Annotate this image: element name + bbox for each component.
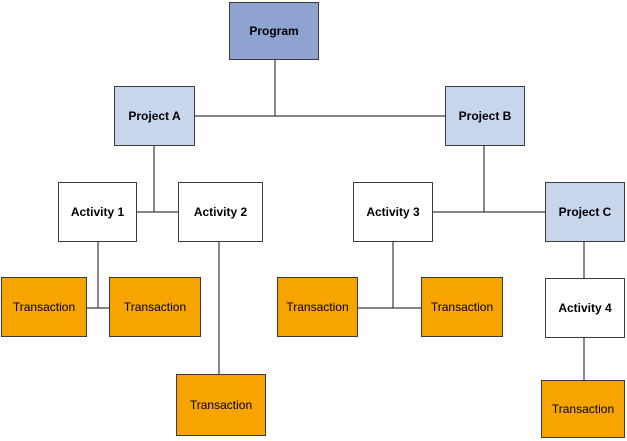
project-b-node: Project B (445, 86, 525, 146)
activity-4-node: Activity 4 (545, 278, 625, 338)
activity-3-label: Activity 3 (366, 205, 420, 219)
activity-2-node: Activity 2 (178, 182, 263, 242)
transaction-6-node: Transaction (541, 380, 625, 438)
project-a-label: Project A (128, 109, 181, 123)
transaction-3-node: Transaction (176, 374, 266, 436)
transaction-6-label: Transaction (551, 402, 615, 416)
project-b-label: Project B (458, 109, 512, 123)
activity-2-label: Activity 2 (193, 205, 248, 219)
transaction-5-node: Transaction (421, 277, 503, 337)
transaction-1-node: Transaction (1, 277, 87, 337)
transaction-1-label: Transaction (12, 300, 76, 314)
program-label: Program (249, 24, 299, 38)
transaction-3-label: Transaction (189, 398, 253, 412)
transaction-4-node: Transaction (277, 277, 358, 337)
project-c-label: Project C (558, 205, 612, 219)
transaction-5-label: Transaction (430, 300, 494, 314)
program-node: Program (229, 2, 319, 60)
activity-4-label: Activity 4 (558, 301, 612, 315)
project-c-node: Project C (545, 182, 625, 242)
transaction-2-label: Transaction (123, 300, 187, 314)
activity-1-label: Activity 1 (70, 205, 125, 219)
activity-3-node: Activity 3 (353, 182, 433, 242)
activity-1-node: Activity 1 (58, 182, 137, 242)
transaction-2-node: Transaction (109, 277, 201, 337)
project-a-node: Project A (114, 86, 195, 146)
transaction-4-label: Transaction (286, 300, 349, 314)
